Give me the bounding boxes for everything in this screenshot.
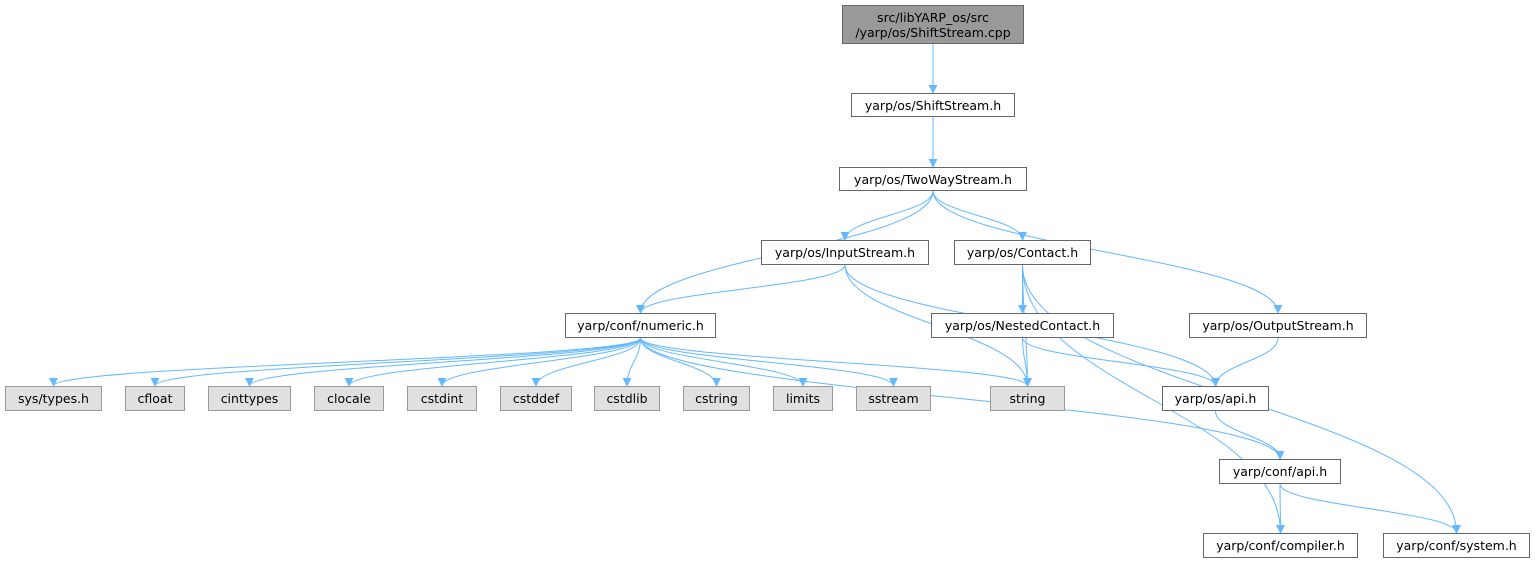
node-cfloat[interactable]: cfloat <box>125 386 185 411</box>
edge-numeric_h-to-cfloat <box>150 337 641 387</box>
root-file-line-2: /yarp/os/ShiftStream.cpp <box>855 24 1011 40</box>
node-twowaystream-h[interactable]: yarp/os/TwoWayStream.h <box>839 167 1027 191</box>
node-cstring[interactable]: cstring <box>683 386 750 411</box>
node-string[interactable]: string <box>990 386 1065 411</box>
edge-numeric_h-to-cstdint <box>437 337 641 387</box>
node-cstddef[interactable]: cstddef <box>500 386 572 411</box>
edge-numeric_h-to-clocale <box>344 337 641 387</box>
edge-nestedcontact_h-to-os_api_h <box>1022 337 1220 387</box>
node-numeric-h[interactable]: yarp/conf/numeric.h <box>565 313 716 338</box>
edge-numeric_h-to-cstdlib <box>622 337 641 387</box>
node-sys-types-h[interactable]: sys/types.h <box>5 386 102 411</box>
node-inputstream-h[interactable]: yarp/os/InputStream.h <box>761 240 929 265</box>
edge-conf_api_h-to-compiler_h <box>1275 483 1285 534</box>
node-shiftstream-h[interactable]: yarp/os/ShiftStream.h <box>851 93 1015 117</box>
edge-outputstream_h-to-os_api_h <box>1211 337 1279 387</box>
edge-os_api_h-to-conf_api_h <box>1215 410 1285 460</box>
node-clocale[interactable]: clocale <box>314 386 384 411</box>
edge-inputstream_h-to-numeric_h <box>636 264 846 314</box>
node-os-api-h[interactable]: yarp/os/api.h <box>1162 386 1269 411</box>
node-cstdlib[interactable]: cstdlib <box>594 386 660 411</box>
node-compiler-h[interactable]: yarp/conf/compiler.h <box>1203 533 1358 558</box>
edge-numeric_h-to-conf_api_h <box>640 337 1285 460</box>
edge-conf_api_h-to-system_h <box>1279 483 1461 534</box>
edge-numeric_h-to-string <box>640 337 1032 387</box>
node-cstdint[interactable]: cstdint <box>407 386 477 411</box>
edge-numeric_h-to-sys_types_h <box>49 337 641 387</box>
edge-twowaystream_h-to-contact_h <box>932 190 1027 241</box>
edge-numeric_h-to-cstddef <box>531 337 641 387</box>
edge-numeric_h-to-sstream <box>640 337 898 387</box>
edge-contact_h-to-compiler_h <box>1022 264 1285 534</box>
node-contact-h[interactable]: yarp/os/Contact.h <box>954 240 1091 265</box>
edge-twowaystream_h-to-outputstream_h <box>932 190 1283 314</box>
edge-twowaystream_h-to-inputstream_h <box>840 190 934 241</box>
node-sstream[interactable]: sstream <box>856 386 931 411</box>
root-file-line-1: src/libYARP_os/src <box>877 9 989 25</box>
node-limits[interactable]: limits <box>773 386 833 411</box>
node-nestedcontact-h[interactable]: yarp/os/NestedContact.h <box>931 313 1114 338</box>
node-cinttypes[interactable]: cinttypes <box>208 386 291 411</box>
node-conf-api-h[interactable]: yarp/conf/api.h <box>1219 459 1341 484</box>
node-outputstream-h[interactable]: yarp/os/OutputStream.h <box>1189 313 1367 338</box>
edge-numeric_h-to-cinttypes <box>245 337 641 387</box>
node-system-h[interactable]: yarp/conf/system.h <box>1383 533 1530 558</box>
root-file-node[interactable]: src/libYARP_os/src /yarp/os/ShiftStream.… <box>842 5 1024 44</box>
edge-numeric_h-to-limits <box>640 337 808 387</box>
